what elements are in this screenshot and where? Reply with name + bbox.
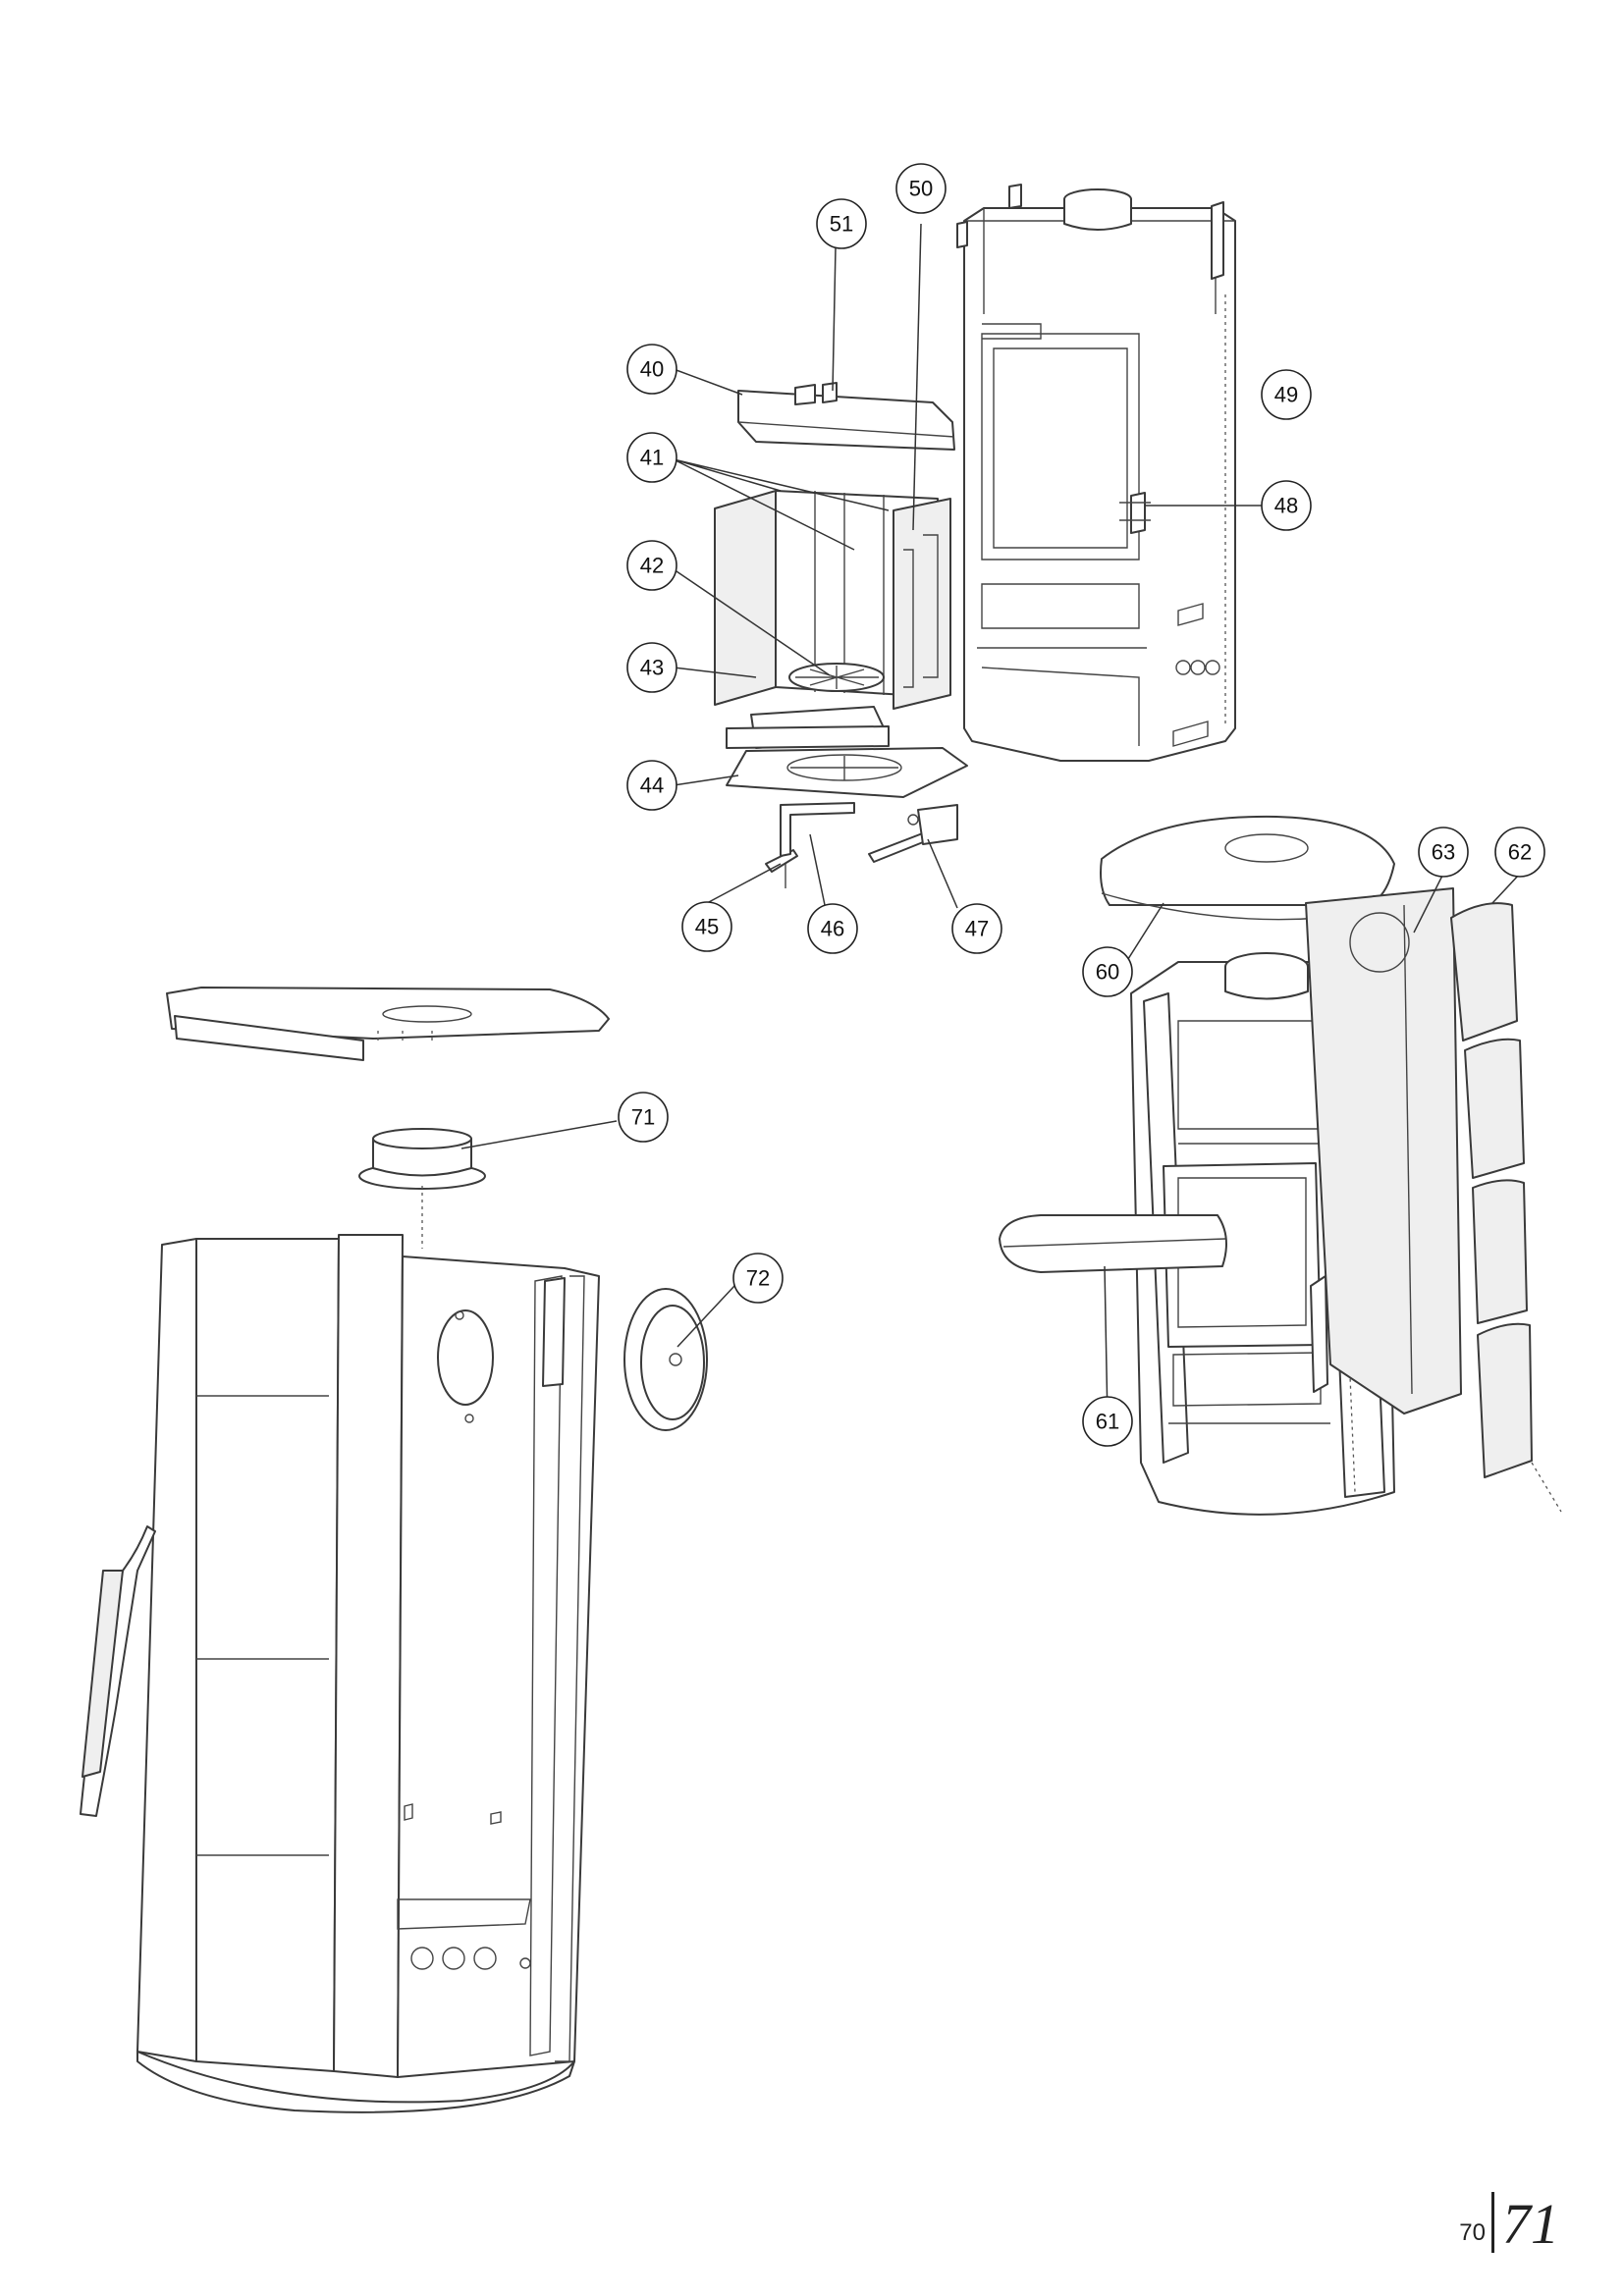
svg-text:44: 44 — [640, 774, 664, 798]
firebox-assembly — [673, 184, 1263, 909]
side-tiles — [1450, 902, 1562, 1513]
svg-text:42: 42 — [640, 554, 664, 578]
svg-text:61: 61 — [1096, 1410, 1119, 1434]
callout-40: 40 — [626, 344, 677, 395]
callout-71: 71 — [618, 1092, 669, 1143]
callout-43: 43 — [626, 642, 677, 693]
callout-42: 42 — [626, 540, 677, 591]
callout-44: 44 — [626, 760, 677, 811]
grate — [726, 663, 890, 749]
door-handle — [80, 1525, 156, 1817]
page-footer: 70 71 — [1459, 2192, 1559, 2253]
svg-text:60: 60 — [1096, 960, 1119, 985]
flue-collar — [358, 1128, 486, 1249]
svg-text:49: 49 — [1274, 383, 1298, 407]
page-number-right: 71 — [1502, 2192, 1559, 2256]
svg-text:48: 48 — [1274, 494, 1298, 518]
fireliner-panels — [714, 490, 951, 710]
front-shelf — [999, 1214, 1227, 1273]
svg-text:72: 72 — [746, 1266, 770, 1291]
page-number-left: 70 — [1459, 2219, 1486, 2246]
callout-51: 51 — [816, 198, 867, 249]
callout-48: 48 — [1261, 480, 1312, 531]
callout-49: 49 — [1261, 369, 1312, 420]
stove-body-frame — [956, 184, 1236, 762]
rear-assembly — [80, 987, 735, 2113]
fixing-brackets — [765, 802, 958, 888]
callout-61: 61 — [1082, 1396, 1133, 1447]
svg-text:62: 62 — [1508, 840, 1532, 865]
side-cover — [1305, 887, 1462, 1415]
svg-text:45: 45 — [695, 915, 719, 939]
callout-47: 47 — [951, 903, 1002, 954]
svg-text:40: 40 — [640, 357, 664, 382]
callout-62: 62 — [1494, 827, 1545, 878]
callout-46: 46 — [807, 903, 858, 954]
svg-text:47: 47 — [965, 917, 989, 941]
callout-63: 63 — [1418, 827, 1469, 878]
page-number-separator — [1491, 2192, 1494, 2253]
svg-text:41: 41 — [640, 446, 664, 470]
baffle-plate — [737, 382, 955, 451]
callout-41: 41 — [626, 432, 677, 483]
svg-text:46: 46 — [821, 917, 844, 941]
svg-text:63: 63 — [1432, 840, 1455, 865]
callout-72: 72 — [732, 1253, 784, 1304]
rear-top-plate — [166, 987, 610, 1061]
svg-text:43: 43 — [640, 656, 664, 680]
svg-text:50: 50 — [909, 177, 933, 201]
callout-45: 45 — [681, 901, 732, 952]
flue-cover-ring — [623, 1288, 708, 1431]
top-plate — [1100, 815, 1395, 921]
callout-60: 60 — [1082, 946, 1133, 997]
grate-frame — [726, 747, 968, 798]
svg-text:71: 71 — [631, 1105, 655, 1130]
callout-50: 50 — [895, 163, 947, 214]
stove-assembly — [999, 815, 1562, 1516]
svg-text:51: 51 — [830, 212, 853, 237]
rear-body — [136, 1234, 600, 2113]
